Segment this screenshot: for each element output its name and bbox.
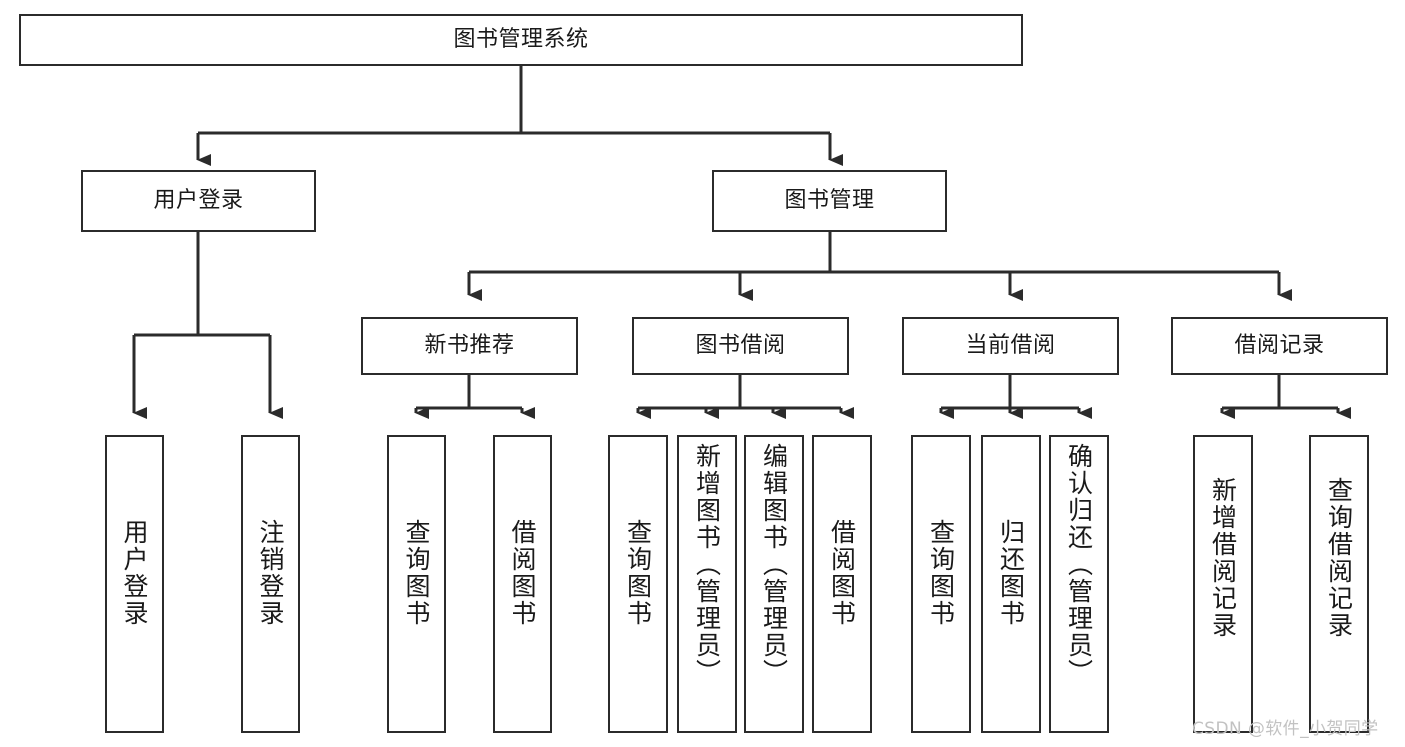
- node-label: 查询借阅记录: [1324, 477, 1354, 639]
- node-current-borrow[interactable]: 当前借阅: [902, 317, 1119, 375]
- node-label: 借阅图书: [508, 519, 537, 627]
- leaf-current-borrow-confirm-return-admin[interactable]: 确认归还（管理员）: [1049, 435, 1109, 733]
- node-label: 查询图书: [926, 519, 956, 627]
- node-label: 编辑图书（管理员）: [759, 443, 789, 686]
- node-label: 当前借阅: [965, 333, 1056, 359]
- leaf-borrow-records-query-record[interactable]: 查询借阅记录: [1309, 435, 1369, 733]
- node-borrow-records[interactable]: 借阅记录: [1171, 317, 1388, 375]
- node-label: 查询图书: [402, 519, 431, 627]
- node-label: 新书推荐: [424, 333, 515, 359]
- node-root-book-management-system[interactable]: 图书管理系统: [19, 14, 1023, 66]
- node-label: 确认归还（管理员）: [1064, 443, 1094, 686]
- node-book-borrow[interactable]: 图书借阅: [632, 317, 849, 375]
- node-label: 归还图书: [996, 519, 1026, 627]
- leaf-new-book-query-books[interactable]: 查询图书: [387, 435, 446, 733]
- node-label: 用户登录: [153, 188, 244, 214]
- csdn-watermark: CSDN @软件_小贺同学: [1192, 719, 1379, 739]
- node-label: 图书借阅: [695, 333, 786, 359]
- node-label: 新增图书（管理员）: [692, 443, 722, 686]
- leaf-book-borrow-borrow-book[interactable]: 借阅图书: [812, 435, 872, 733]
- node-label: 用户登录: [120, 519, 149, 627]
- node-label: 借阅记录: [1234, 333, 1325, 359]
- node-label: 查询图书: [623, 519, 653, 627]
- leaf-book-borrow-add-book-admin[interactable]: 新增图书（管理员）: [677, 435, 737, 733]
- node-label: 图书管理系统: [453, 27, 589, 53]
- node-label: 新增借阅记录: [1208, 477, 1238, 639]
- leaf-borrow-records-add-record[interactable]: 新增借阅记录: [1193, 435, 1253, 733]
- leaf-current-borrow-return-books[interactable]: 归还图书: [981, 435, 1041, 733]
- leaf-book-borrow-query-books[interactable]: 查询图书: [608, 435, 668, 733]
- node-label: 图书管理: [784, 188, 875, 214]
- node-new-book-recommend[interactable]: 新书推荐: [361, 317, 578, 375]
- leaf-user-login-logout[interactable]: 注销登录: [241, 435, 300, 733]
- leaf-current-borrow-query-books[interactable]: 查询图书: [911, 435, 971, 733]
- leaf-user-login-login[interactable]: 用户登录: [105, 435, 164, 733]
- node-label: 注销登录: [256, 519, 285, 627]
- node-user-login[interactable]: 用户登录: [81, 170, 316, 232]
- node-label: 借阅图书: [827, 519, 857, 627]
- node-book-management[interactable]: 图书管理: [712, 170, 947, 232]
- leaf-new-book-borrow-books[interactable]: 借阅图书: [493, 435, 552, 733]
- leaf-book-borrow-edit-book-admin[interactable]: 编辑图书（管理员）: [744, 435, 804, 733]
